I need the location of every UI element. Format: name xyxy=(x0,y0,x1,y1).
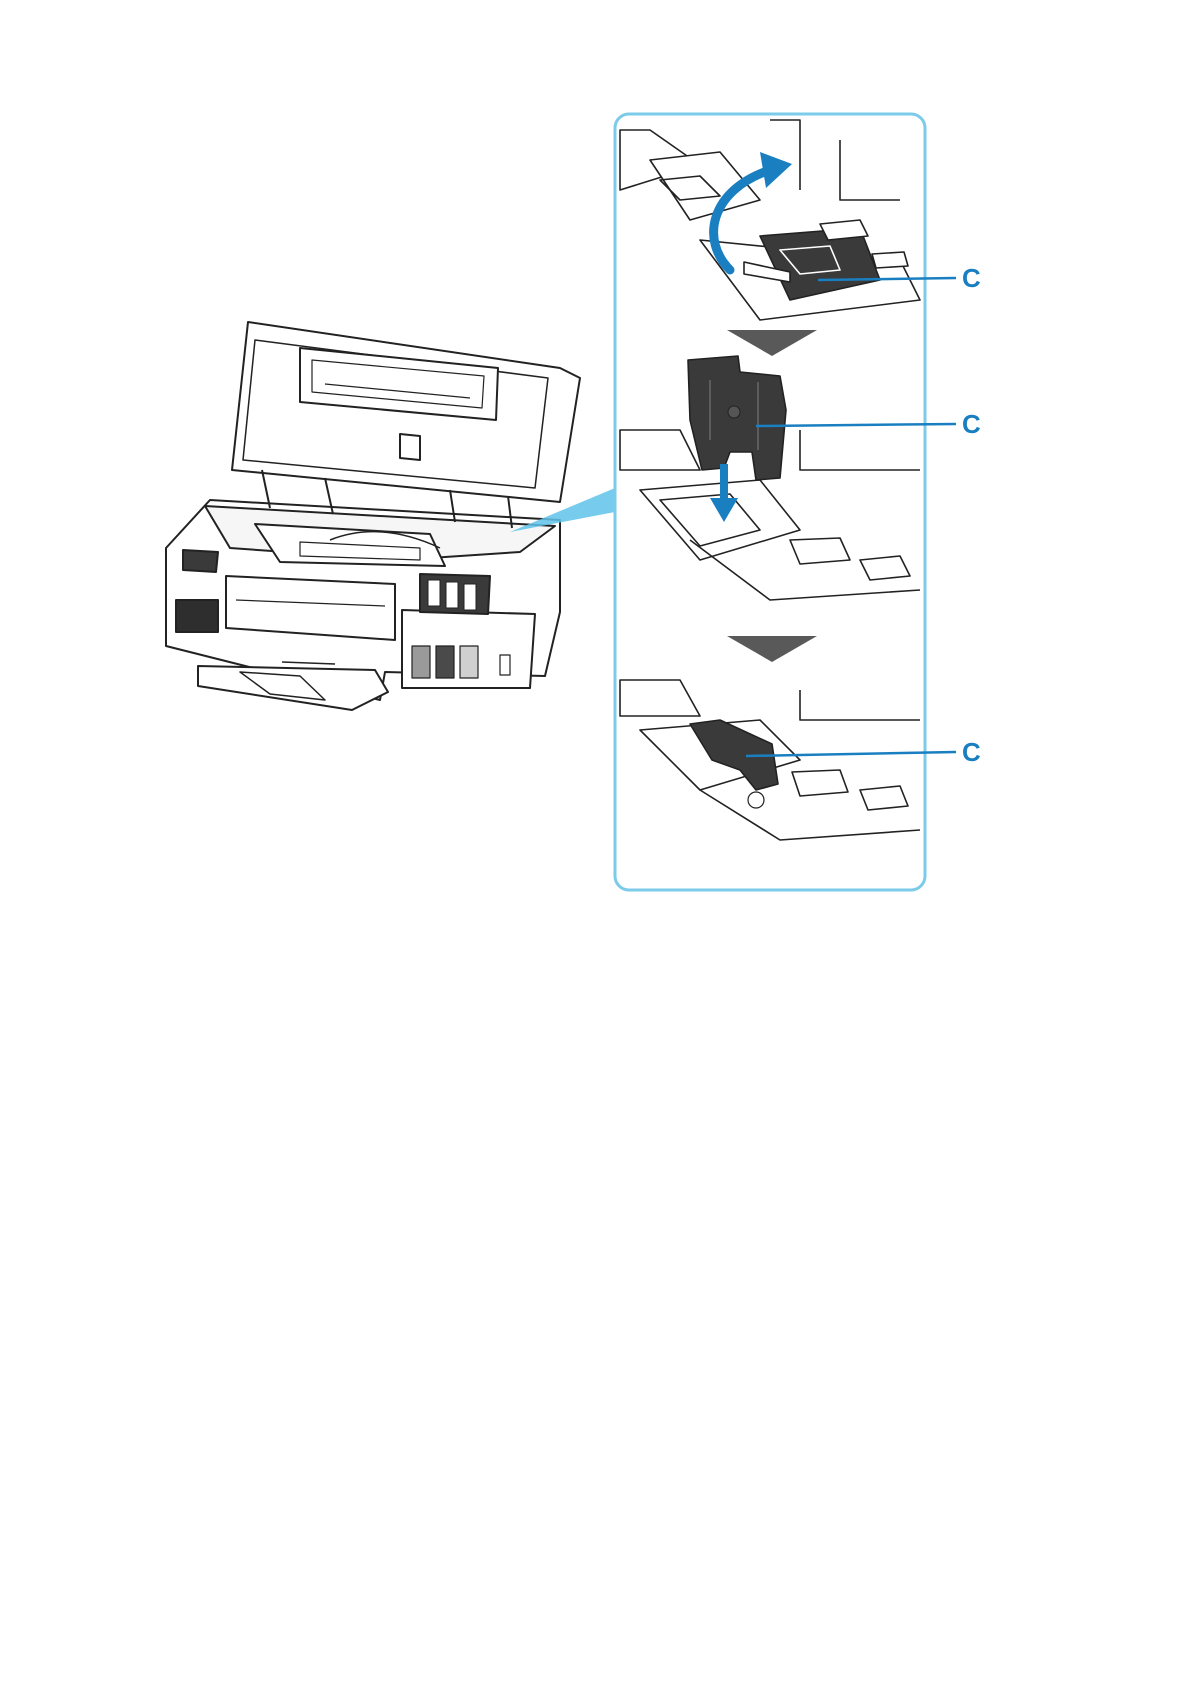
printer-illustration xyxy=(166,322,580,710)
callout-label-3: C xyxy=(962,737,981,767)
callout-label-2: C xyxy=(962,409,981,439)
callout-label-1: C xyxy=(962,263,981,293)
